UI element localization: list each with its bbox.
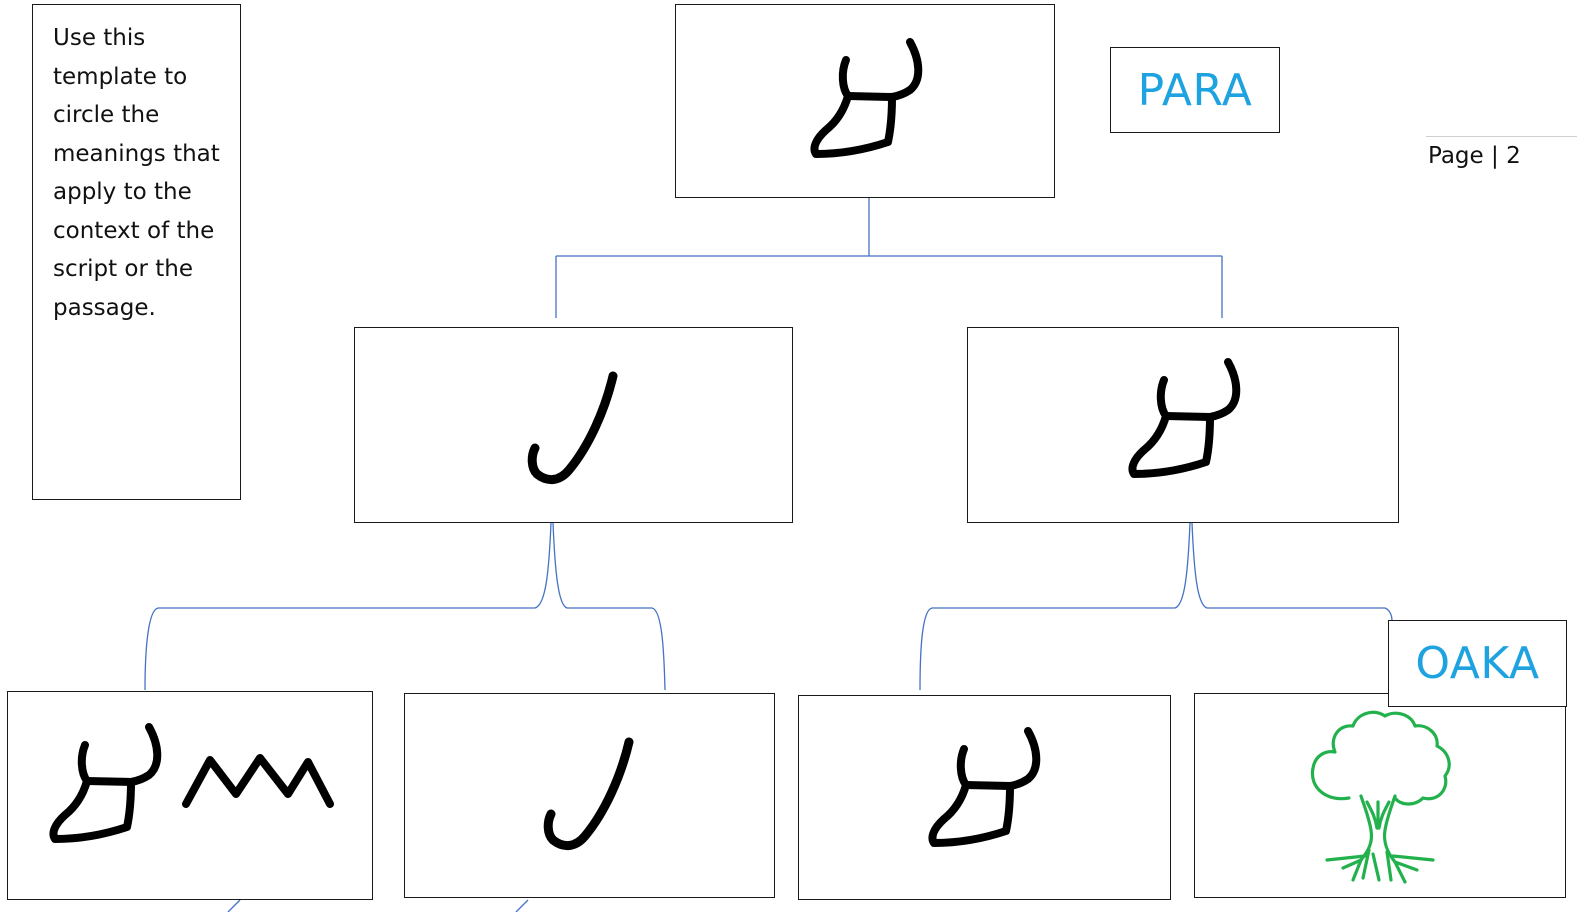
connector-stub-1 [227, 899, 241, 912]
connector-left-branch [144, 522, 666, 691]
page-number: Page | 2 [1428, 143, 1521, 169]
label-para: PARA [1110, 47, 1280, 133]
tree-icon [1310, 710, 1451, 884]
label-oaka-text: OAKA [1415, 638, 1540, 689]
tree-node-leaf-2[interactable] [404, 693, 775, 898]
horned-glyph-icon [810, 38, 923, 158]
instructions-box: Use this template to circle the meanings… [32, 4, 241, 500]
page-label: Page [1428, 143, 1484, 169]
horned-glyph-icon [1128, 358, 1241, 478]
page-separator: | [1491, 143, 1499, 169]
page-number-value: 2 [1506, 143, 1521, 169]
tree-node-leaf-4[interactable] [1194, 693, 1566, 898]
instructions-text: Use this template to circle the meanings… [53, 25, 220, 321]
tree-node-leaf-3[interactable] [798, 695, 1171, 900]
tree-node-root[interactable] [675, 4, 1055, 198]
hook-glyph-icon [527, 371, 618, 484]
hook-glyph-icon [543, 737, 634, 850]
tree-node-left[interactable] [354, 327, 793, 523]
horned-glyph-icon [49, 723, 162, 843]
page-header-rule [1426, 136, 1577, 137]
label-para-text: PARA [1137, 64, 1253, 116]
label-oaka: OAKA [1388, 620, 1567, 707]
connector-stub-2 [515, 899, 529, 912]
zigzag-glyph-icon [182, 754, 334, 808]
tree-node-right[interactable] [967, 327, 1399, 523]
horned-glyph-icon [928, 727, 1041, 847]
connector-root [555, 197, 1223, 318]
connector-right-branch [919, 522, 1393, 691]
